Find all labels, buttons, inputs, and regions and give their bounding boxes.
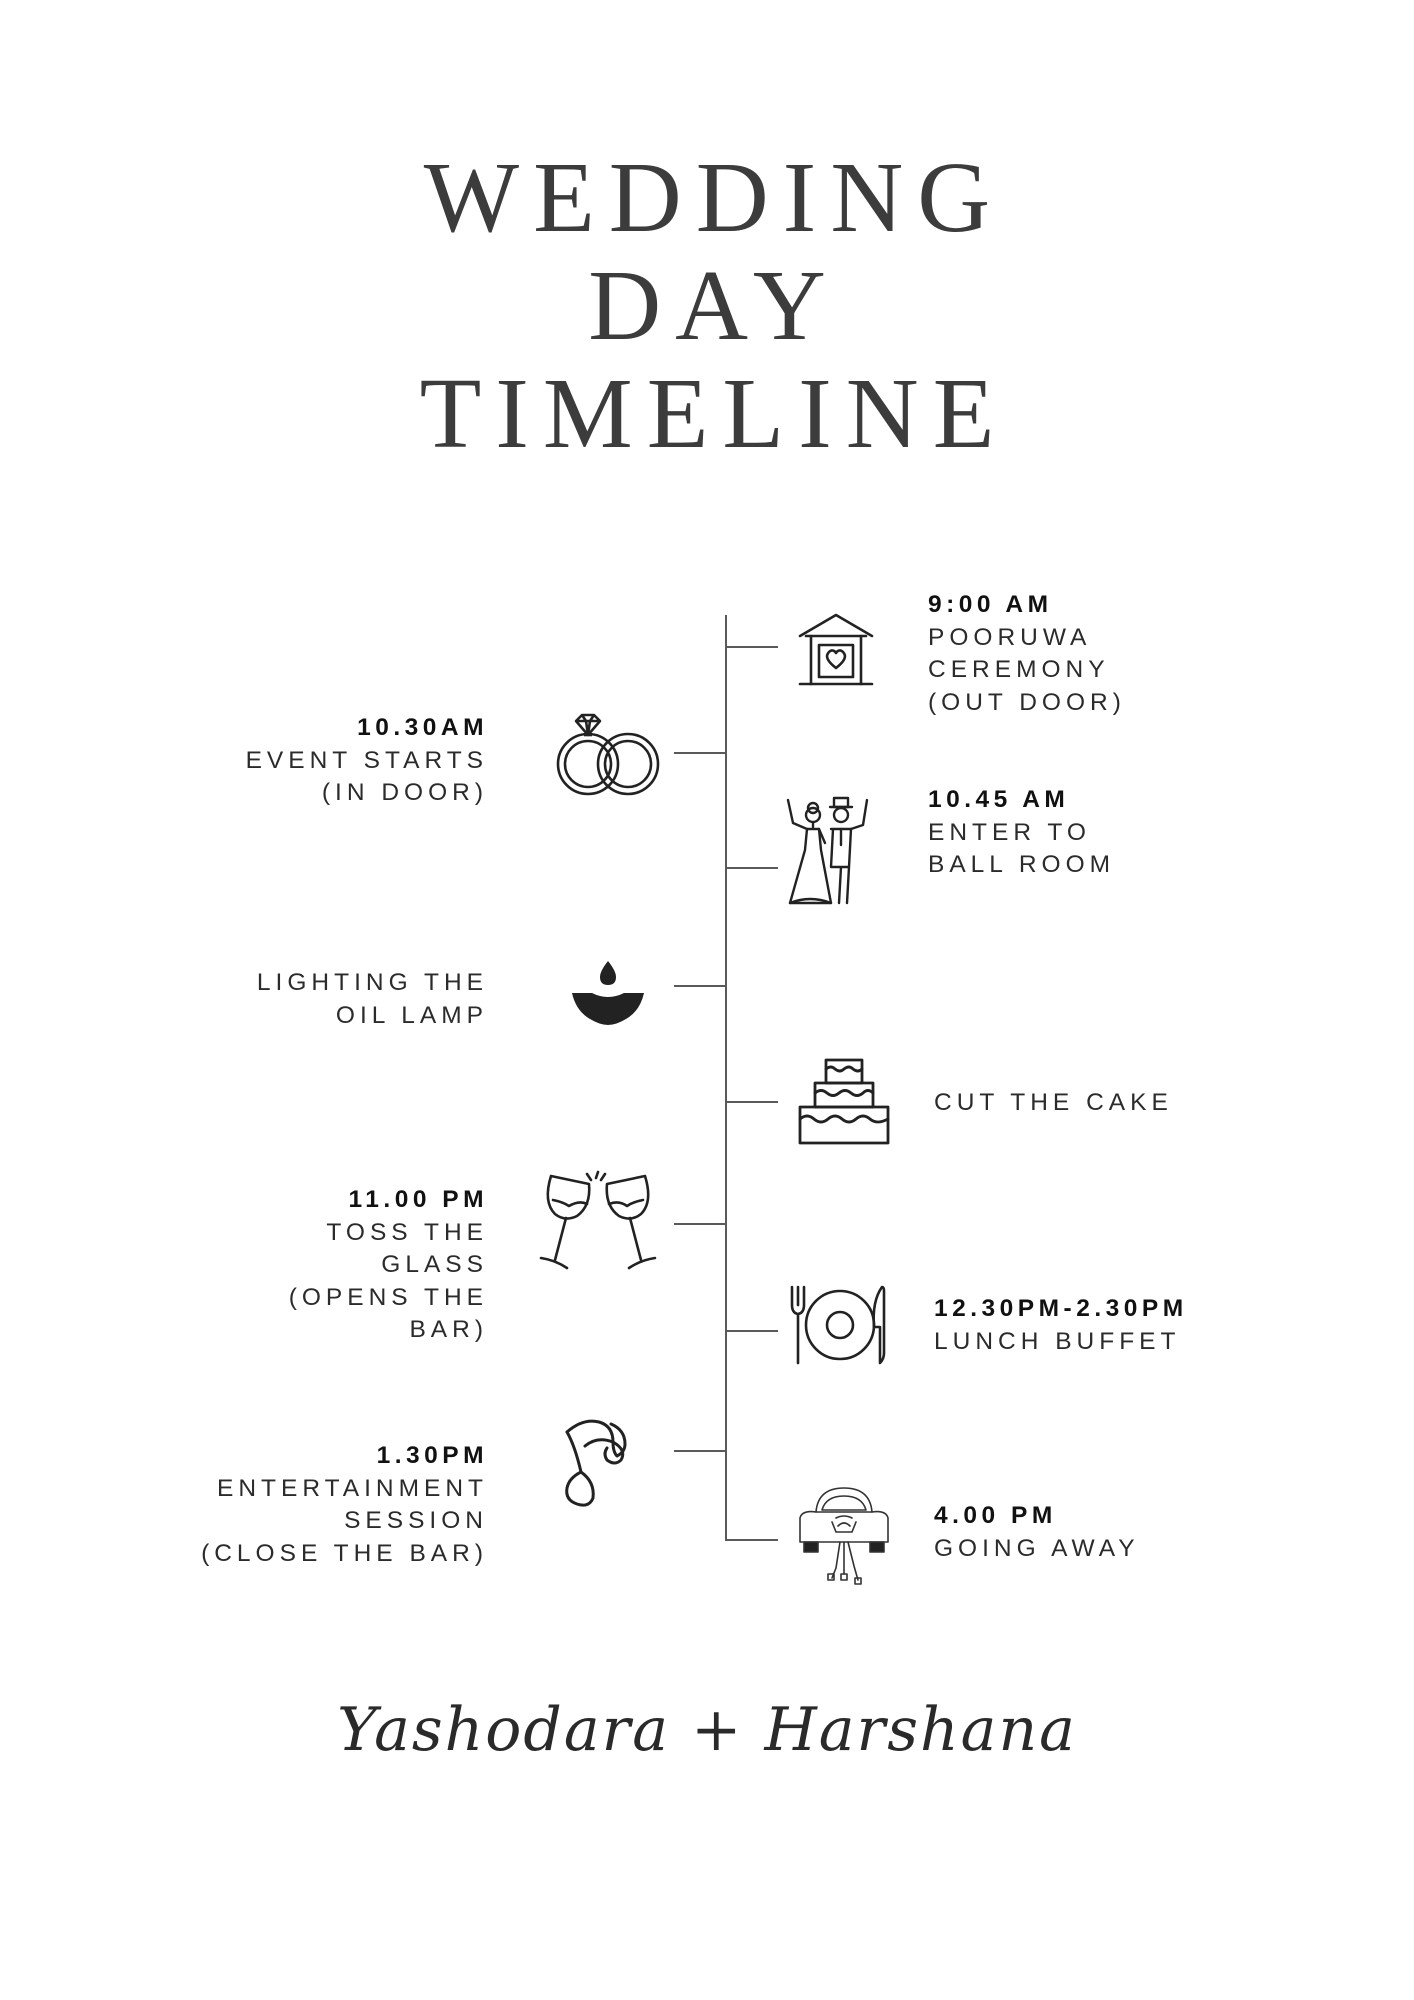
- music-note-icon: [561, 1416, 633, 1512]
- bride-groom-icon: [783, 795, 873, 907]
- toasting-glasses-icon: [533, 1170, 663, 1276]
- event-time: 10.30AM: [357, 714, 488, 741]
- event-label-line: ENTERTAINMENT: [217, 1474, 488, 1502]
- event-label-line: LUNCH BUFFET: [934, 1327, 1181, 1355]
- wedding-cake-icon: [797, 1055, 891, 1147]
- event-time: 11.00 PM: [348, 1186, 488, 1213]
- event-label-line: CUT THE CAKE: [934, 1089, 1173, 1116]
- title-line-wedding: WEDDING: [423, 141, 1005, 253]
- timeline-axis: [725, 615, 727, 1541]
- event-cake: CUT THE CAKE: [934, 1087, 1173, 1120]
- event-event-starts: 10.30AM EVENT STARTS (IN DOOR): [246, 712, 488, 810]
- connector-going-away: [726, 1539, 778, 1541]
- event-label-line: (OUT DOOR): [928, 688, 1126, 716]
- connector-oil-lamp: [674, 985, 726, 987]
- event-label-line: SESSION: [344, 1507, 488, 1534]
- connector-entertainment: [674, 1450, 726, 1452]
- event-enter-ballroom: 10.45 AM ENTER TO BALL ROOM: [928, 784, 1115, 882]
- connector-lunch: [726, 1330, 778, 1332]
- event-lunch: 12.30PM-2.30PM LUNCH BUFFET: [934, 1293, 1188, 1358]
- event-time: 12.30PM-2.30PM: [934, 1295, 1188, 1322]
- title-line-timeline: TIMELINE: [419, 357, 1009, 469]
- event-toss-glass: 11.00 PM TOSS THE GLASS (OPENS THE BAR): [289, 1184, 488, 1347]
- event-label-line: TOSS THE: [326, 1218, 488, 1246]
- connector-cake: [726, 1101, 778, 1103]
- event-entertainment: 1.30PM ENTERTAINMENT SESSION (CLOSE THE …: [201, 1440, 488, 1570]
- event-label-line: EVENT STARTS: [245, 746, 488, 774]
- page-title: WEDDING DAY TIMELINE: [0, 143, 1414, 467]
- event-time: 10.45 AM: [928, 786, 1070, 813]
- event-label-line: (IN DOOR): [321, 779, 488, 806]
- oil-lamp-icon: [570, 961, 646, 1027]
- event-time: 1.30PM: [376, 1442, 488, 1469]
- event-label-line: ENTER TO: [928, 818, 1091, 846]
- pavilion-heart-icon: [796, 612, 876, 690]
- event-label-line: CEREMONY: [928, 656, 1110, 683]
- connector-event-starts: [674, 752, 726, 754]
- event-oil-lamp: LIGHTING THE OIL LAMP: [257, 967, 488, 1032]
- event-label-line: GLASS: [381, 1251, 488, 1278]
- event-time: 9:00 AM: [928, 591, 1053, 618]
- event-going-away: 4.00 PM GOING AWAY: [934, 1500, 1140, 1565]
- connector-pooruwa: [726, 646, 778, 648]
- event-time: 4.00 PM: [934, 1502, 1057, 1529]
- connector-enter-ballroom: [726, 867, 778, 869]
- event-pooruwa: 9:00 AM POORUWA CEREMONY (OUT DOOR): [928, 589, 1126, 719]
- couple-signature: Yashodara + Harshana: [337, 1695, 1077, 1765]
- wedding-car-icon: [796, 1482, 892, 1592]
- plate-cutlery-icon: [788, 1283, 892, 1367]
- title-line-day: DAY: [588, 249, 840, 361]
- event-label-line: BAR): [409, 1316, 488, 1343]
- event-label-line: POORUWA: [928, 623, 1092, 651]
- event-label-line: OIL LAMP: [335, 1001, 488, 1029]
- connector-toss-glass: [674, 1223, 726, 1225]
- event-label-line: (OPENS THE: [288, 1283, 488, 1311]
- event-label-line: LIGHTING THE: [256, 969, 488, 996]
- event-label-line: (CLOSE THE BAR): [201, 1539, 488, 1567]
- event-label-line: BALL ROOM: [928, 851, 1116, 878]
- wedding-rings-icon: [548, 713, 666, 803]
- event-label-line: GOING AWAY: [934, 1534, 1140, 1562]
